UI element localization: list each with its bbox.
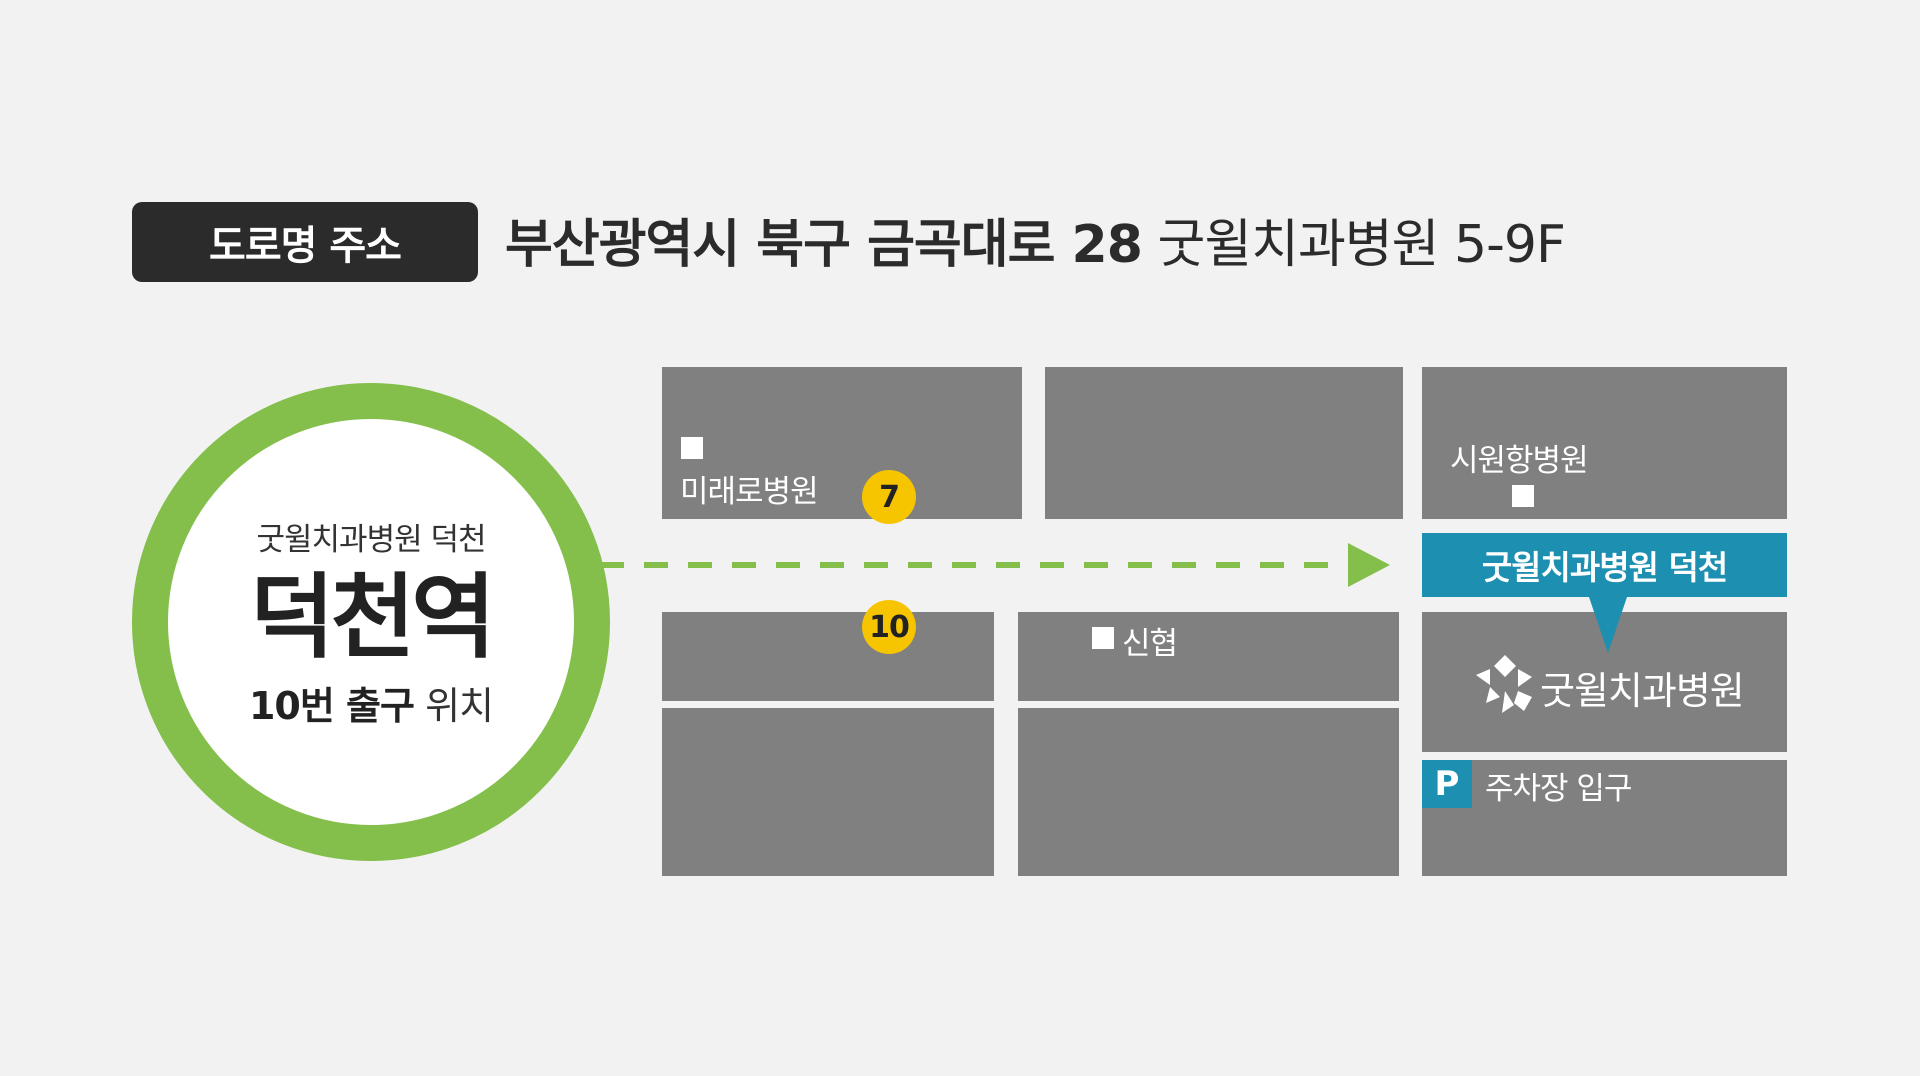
station-exit-rest: 위치 xyxy=(425,683,494,728)
station-exit: 10번 출구 위치 xyxy=(248,675,494,730)
landmark-mirae-label: 미래로병원 xyxy=(680,474,819,510)
station-circle: 굿윌치과병원 덕천 덕천역 10번 출구 위치 xyxy=(132,383,610,861)
map-block-left-upper xyxy=(662,612,994,701)
route-arrowhead xyxy=(1348,543,1390,587)
landmark-shinhyup-label: 신협 xyxy=(1122,626,1178,662)
station-exit-number: 10번 출구 xyxy=(248,683,415,728)
road-address-badge: 도로명 주소 xyxy=(132,202,478,282)
clinic-callout-pointer xyxy=(1589,597,1627,653)
landmark-marker-mirae xyxy=(681,437,703,459)
landmark-marker-shinhyup xyxy=(1092,627,1114,649)
station-name: 덕천역 xyxy=(250,564,496,672)
station-subtitle: 굿윌치과병원 덕천 xyxy=(256,522,486,559)
exit-10-badge: 10 xyxy=(862,600,916,654)
clinic-logo-icon xyxy=(1476,655,1532,713)
landmark-siwon-label: 시원항병원 xyxy=(1450,443,1589,479)
map-block-left-lower xyxy=(662,708,994,876)
parking-icon: P xyxy=(1422,760,1472,808)
map-block-mirae xyxy=(662,367,1022,519)
address-text: 부산광역시 북구 금곡대로 28 굿윌치과병원 5-9F xyxy=(505,205,1566,285)
landmark-marker-siwon xyxy=(1512,485,1534,507)
map-block-shinhyup xyxy=(1018,612,1399,701)
map-block-parking xyxy=(1422,760,1787,876)
map-block-middle-lower xyxy=(1018,708,1399,876)
parking-entrance-label: 주차장 입구 xyxy=(1485,771,1632,807)
address-building: 굿윌치과병원 5-9F xyxy=(1157,215,1565,275)
clinic-callout: 굿윌치과병원 덕천 xyxy=(1422,533,1787,597)
clinic-logo-text: 굿윌치과병원 xyxy=(1540,669,1745,713)
address-street: 부산광역시 북구 금곡대로 28 xyxy=(505,215,1143,275)
map-block-siwon xyxy=(1422,367,1787,519)
route-arrow xyxy=(600,543,1390,587)
map-block-top-middle xyxy=(1045,367,1403,519)
exit-7-badge: 7 xyxy=(862,470,916,524)
